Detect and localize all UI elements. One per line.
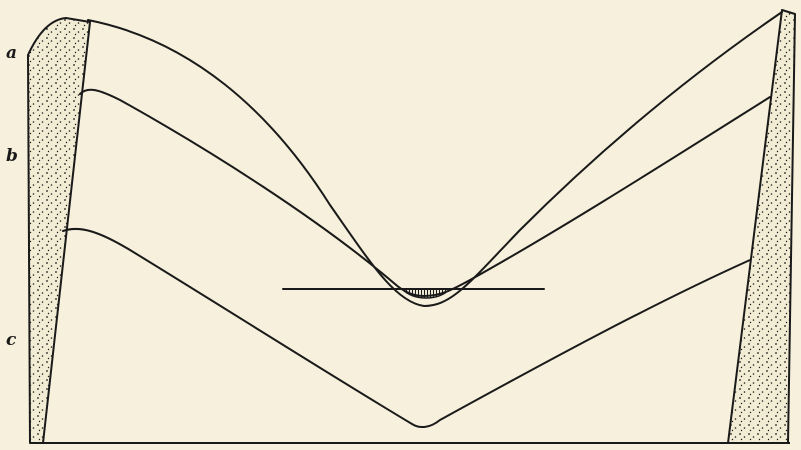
label-b: b bbox=[6, 148, 18, 165]
label-a: a bbox=[6, 45, 17, 62]
label-c: c bbox=[6, 332, 16, 349]
left-rock-wall bbox=[28, 18, 90, 443]
profile-b-line bbox=[80, 90, 770, 296]
profile-a-line bbox=[88, 12, 782, 306]
right-rock-wall bbox=[728, 10, 795, 443]
hatched-lake-deposit bbox=[402, 289, 450, 298]
profile-c-line bbox=[63, 229, 750, 427]
